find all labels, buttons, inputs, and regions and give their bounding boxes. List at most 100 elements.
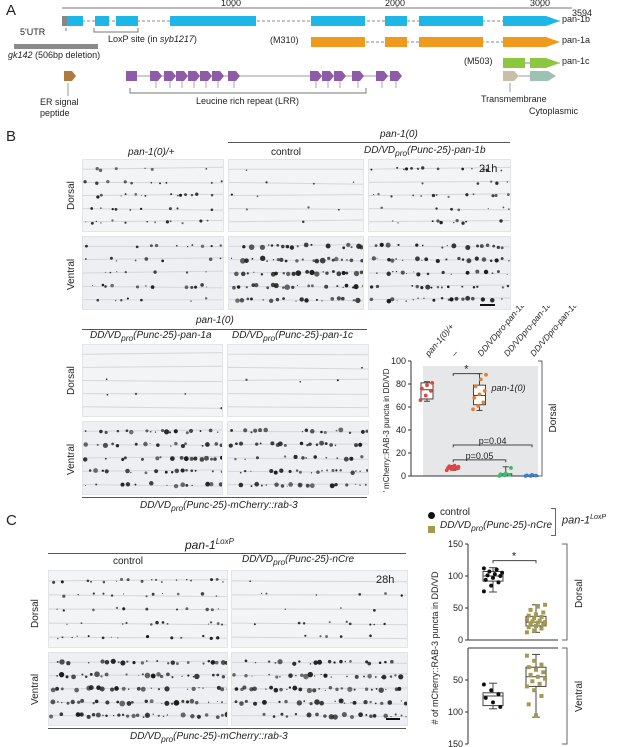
- micrograph-punctum: [410, 166, 413, 170]
- micrograph-punctum: [170, 445, 172, 447]
- micrograph-punctum: [325, 271, 329, 275]
- micrograph-puncta: [369, 166, 510, 225]
- micrograph-punctum: [472, 193, 475, 196]
- micrograph-punctum: [254, 661, 257, 664]
- micrograph-punctum: [288, 686, 292, 689]
- lrr-repeat: [150, 71, 162, 81]
- micrograph-punctum: [110, 594, 114, 597]
- pan-1c-last-exon: [530, 58, 560, 68]
- c-dorsal-point: [539, 626, 544, 631]
- micrograph-punctum: [166, 484, 168, 487]
- c-y-axis-label: # of mCherry::RAB-3 puncta in DD/VD: [430, 571, 440, 725]
- micrograph-punctum: [402, 168, 405, 171]
- micrograph-punctum: [338, 698, 344, 704]
- micrograph-punctum: [185, 700, 189, 704]
- micrograph-punctum: [184, 285, 189, 290]
- micrograph-punctum: [117, 637, 119, 639]
- micrograph-punctum: [100, 659, 105, 664]
- micrograph-punctum: [279, 468, 284, 473]
- micrograph-punctum: [250, 485, 253, 488]
- c-dorsal-point: [500, 570, 505, 575]
- pan-1b-last-exon: [503, 16, 560, 26]
- micrograph-punctum: [352, 181, 355, 183]
- micrograph-punctum: [273, 470, 278, 475]
- micrograph-punctum: [199, 430, 202, 432]
- b-data-point: [503, 471, 508, 476]
- micrograph-punctum: [234, 457, 237, 461]
- cytoplasmic-domain: [530, 71, 556, 81]
- micrograph-punctum: [461, 167, 465, 171]
- micrograph-punctum: [93, 468, 98, 473]
- isoform-start-pan-1c: (M503): [464, 56, 493, 66]
- micrograph-punctum: [216, 673, 220, 677]
- micrograph-punctum: [476, 182, 480, 185]
- micrograph-punctum: [457, 208, 461, 212]
- micrograph-punctum: [314, 699, 320, 705]
- micrograph-punctum: [234, 271, 239, 277]
- micrograph-punctum: [363, 675, 365, 678]
- micrograph-neurite: [49, 636, 227, 639]
- micrograph-punctum: [253, 271, 255, 273]
- c-dorsal-point: [526, 613, 531, 618]
- b-micro-1b-dorsal: [368, 159, 511, 232]
- micrograph-punctum: [75, 712, 81, 717]
- micrograph-punctum: [328, 714, 334, 720]
- c-dorsal-y-tick-label: 50: [453, 603, 463, 613]
- micrograph-neurite: [232, 622, 407, 626]
- micrograph-punctum: [65, 675, 69, 679]
- micrograph-punctum: [185, 468, 188, 472]
- micrograph-punctum: [95, 712, 101, 718]
- micrograph-punctum: [58, 672, 65, 678]
- micrograph-punctum: [379, 242, 384, 247]
- panel-letter-a: A: [6, 2, 17, 19]
- micrograph-punctum: [302, 622, 306, 625]
- micrograph-punctum: [102, 714, 104, 717]
- micrograph-punctum: [260, 592, 263, 595]
- micrograph-punctum: [200, 283, 204, 287]
- micrograph-punctum: [295, 674, 297, 677]
- micrograph-punctum: [179, 456, 184, 460]
- micrograph-punctum: [306, 712, 312, 718]
- pan-1a-exon: [419, 37, 483, 47]
- c-ventral-point: [534, 667, 538, 672]
- micrograph-punctum: [198, 687, 200, 689]
- micrograph-punctum: [220, 455, 222, 460]
- micrograph-punctum: [323, 714, 327, 718]
- micrograph-punctum: [110, 658, 116, 664]
- pan-1c-exon: [503, 58, 525, 68]
- micrograph-punctum: [342, 286, 344, 289]
- micrograph-punctum: [326, 469, 329, 472]
- micrograph-punctum: [394, 713, 397, 716]
- micrograph-punctum: [424, 257, 429, 262]
- micrograph-punctum: [144, 712, 151, 718]
- micrograph-punctum: [325, 635, 328, 638]
- micrograph-punctum: [196, 714, 201, 719]
- micrograph-punctum: [135, 285, 140, 289]
- micrograph-punctum: [95, 483, 98, 486]
- micrograph-punctum: [327, 256, 331, 260]
- micrograph-punctum: [159, 182, 161, 185]
- micrograph-punctum: [96, 685, 101, 691]
- b-col-control: control: [271, 147, 302, 158]
- b-data-point: [452, 463, 457, 468]
- micrograph-puncta: [49, 577, 227, 640]
- micrograph-neurite: [229, 285, 363, 288]
- micrograph-punctum: [352, 299, 356, 302]
- micrograph-punctum: [476, 244, 479, 248]
- micrograph-punctum: [124, 193, 127, 195]
- micrograph-punctum: [455, 218, 459, 223]
- micrograph-puncta: [83, 243, 223, 302]
- micrograph-punctum: [104, 271, 106, 274]
- micrograph-neurite: [369, 208, 510, 211]
- micrograph-punctum: [135, 713, 140, 717]
- micrograph-punctum: [321, 300, 323, 302]
- micrograph-punctum: [116, 271, 118, 273]
- pan-1b-exon: [67, 16, 83, 26]
- micrograph-punctum: [88, 685, 94, 691]
- micrograph-punctum: [299, 380, 302, 383]
- micrograph-punctum: [272, 715, 276, 718]
- micrograph-punctum: [179, 193, 183, 197]
- micrograph-punctum: [125, 468, 130, 474]
- micrograph-punctum: [190, 714, 195, 719]
